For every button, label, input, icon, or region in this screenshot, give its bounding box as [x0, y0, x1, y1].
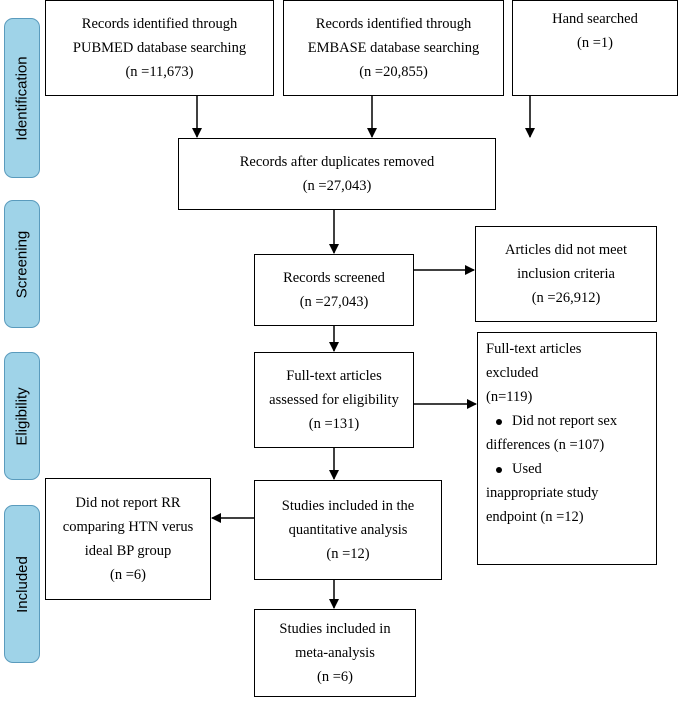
hand-searched-box: Hand searched (n =1)	[512, 0, 678, 96]
duplicates-removed-box: Records after duplicates removed (n =27,…	[178, 138, 496, 210]
exclusion-reason: Used inappropriate study endpoint (n =12…	[486, 457, 648, 529]
meta-analysis-box: Studies included in meta-analysis (n =6)	[254, 609, 416, 697]
embase-records-box: Records identified through EMBASE databa…	[283, 0, 504, 96]
no-rr-reported-box: Did not report RR comparing HTN verus id…	[45, 478, 211, 600]
quantitative-analysis-box: Studies included in the quantitative ana…	[254, 480, 442, 580]
stage-identification: Identification	[4, 18, 40, 178]
stage-included: Included	[4, 505, 40, 663]
fulltext-excluded-box: Full-text articles excluded (n=119) Did …	[477, 332, 657, 565]
fulltext-assessed-box: Full-text articles assessed for eligibil…	[254, 352, 414, 448]
pubmed-records-box: Records identified through PUBMED databa…	[45, 0, 274, 96]
stage-eligibility: Eligibility	[4, 352, 40, 480]
exclusion-reason: Did not report sex differences (n =107)	[486, 409, 648, 457]
stage-screening: Screening	[4, 200, 40, 328]
exclusion-reasons-list: Did not report sex differences (n =107) …	[486, 409, 648, 529]
not-meet-criteria-box: Articles did not meet inclusion criteria…	[475, 226, 657, 322]
records-screened-box: Records screened (n =27,043)	[254, 254, 414, 326]
